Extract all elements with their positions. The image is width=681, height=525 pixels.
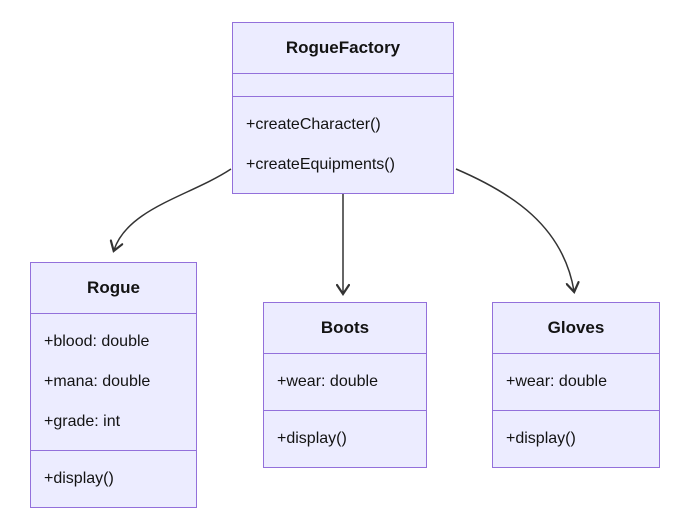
class-methods-section: +createCharacter() +createEquipments() <box>233 97 453 193</box>
class-method: +display() <box>44 470 114 487</box>
class-attributes-section: +wear: double <box>264 354 426 411</box>
class-attribute: +blood: double <box>44 333 150 350</box>
class-box-boots: Boots +wear: double +display() <box>263 302 427 468</box>
class-attribute: +grade: int <box>44 413 121 430</box>
edge-factory-to-rogue-arrow <box>114 168 232 250</box>
class-methods-section: +display() <box>493 411 659 467</box>
class-attribute: +mana: double <box>44 373 151 390</box>
class-title: Boots <box>264 303 426 354</box>
class-title: Rogue <box>31 263 196 314</box>
class-box-gloves: Gloves +wear: double +display() <box>492 302 660 468</box>
class-attribute: +wear: double <box>277 373 378 390</box>
class-method: +createEquipments() <box>246 156 395 173</box>
class-attribute: +wear: double <box>506 373 607 390</box>
class-box-roguefactory: RogueFactory +createCharacter() +createE… <box>232 22 454 194</box>
class-title: RogueFactory <box>233 23 453 74</box>
class-title: Gloves <box>493 303 659 354</box>
class-attributes-section: +wear: double <box>493 354 659 411</box>
class-method: +display() <box>506 430 576 447</box>
edge-factory-to-gloves-arrow <box>455 168 574 291</box>
class-methods-section: +display() <box>31 451 196 507</box>
class-methods-section: +display() <box>264 411 426 467</box>
class-attributes-section <box>233 74 453 97</box>
class-method: +createCharacter() <box>246 116 381 133</box>
class-box-rogue: Rogue +blood: double +mana: double +grad… <box>30 262 197 508</box>
class-method: +display() <box>277 430 347 447</box>
class-attributes-section: +blood: double +mana: double +grade: int <box>31 314 196 451</box>
